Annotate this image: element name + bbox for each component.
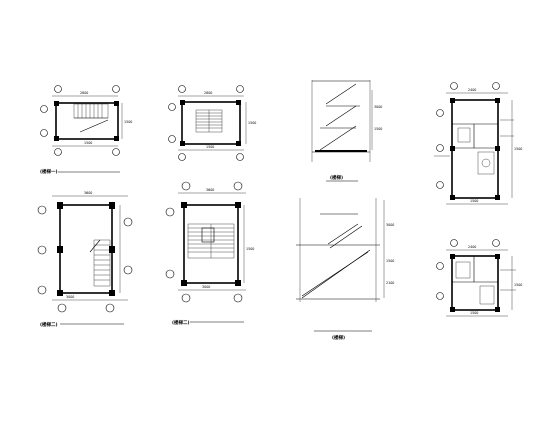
axis-bubble	[436, 144, 444, 152]
dim-label: 3000	[374, 105, 382, 109]
axis-bubble	[436, 181, 444, 189]
axis-bubble	[112, 85, 120, 93]
axis-bubble	[233, 293, 243, 303]
axis-bubble	[54, 85, 62, 93]
view-stair-plan-1: 2800 1500 1500 (楼梯一)	[40, 85, 132, 175]
dim-label: 1500	[374, 127, 382, 131]
axis-bubble	[37, 285, 47, 295]
stair-treads	[73, 103, 109, 133]
stair-treads	[195, 109, 223, 133]
axis-bubble	[112, 148, 120, 156]
dim-label: 1500	[514, 147, 522, 151]
axis-bubble	[165, 207, 175, 217]
dim-label: 3600	[206, 188, 214, 192]
dim-label: 3600	[84, 191, 92, 195]
axis-bubble	[181, 293, 191, 303]
axis-bubble	[236, 153, 244, 161]
axis-bubble	[450, 239, 458, 247]
axis-bubble	[40, 129, 48, 137]
axis-bubble	[450, 82, 458, 90]
dim-label: 1500	[470, 311, 478, 315]
stair-treads	[187, 223, 235, 259]
axis-bubble	[105, 303, 115, 313]
axis-bubble	[236, 85, 244, 93]
dim-label: 1500	[514, 283, 522, 287]
dim-label: 3000	[66, 295, 74, 299]
dim-label: 3000	[202, 285, 210, 289]
dim-label: 1500	[124, 120, 132, 124]
axis-bubble	[492, 82, 500, 90]
axis-bubble	[40, 105, 48, 113]
view-stair-plan-4: 3600 3000 1500 (楼梯二)	[165, 181, 254, 326]
dim-label: 2400	[468, 245, 476, 249]
dim-label: 1500	[248, 121, 256, 125]
axis-bubble	[492, 239, 500, 247]
view-unit-plan-1: 2400 1500 1500	[434, 82, 522, 205]
axis-bubble	[165, 269, 175, 279]
view-stair-plan-2: 2800 1500 1500	[168, 85, 256, 161]
stair-flight	[319, 125, 357, 151]
dim-label: 2800	[80, 91, 88, 95]
axis-bubble	[233, 181, 243, 191]
axis-bubble	[54, 148, 62, 156]
axis-bubble	[123, 265, 133, 275]
axis-bubble	[37, 245, 47, 255]
axis-bubble	[436, 292, 444, 300]
view-stair-section-1: 3000 1500 (楼梯)	[311, 80, 382, 182]
axis-bubble	[436, 262, 444, 270]
view-caption: (楼梯二)	[172, 319, 190, 326]
axis-bubble	[37, 205, 47, 215]
axis-bubble	[57, 303, 67, 313]
axis-bubble	[168, 135, 176, 143]
view-stair-plan-3: 3600 3000 (楼梯二)	[37, 191, 133, 328]
axis-bubble	[178, 153, 186, 161]
dim-label: 1500	[386, 259, 394, 263]
axis-bubble	[123, 217, 133, 227]
stair-treads	[89, 239, 111, 287]
dim-label: 1500	[206, 145, 214, 149]
axis-bubble	[168, 103, 176, 111]
view-caption: (楼梯)	[332, 334, 345, 341]
dim-label: 2400	[468, 88, 476, 92]
dim-label: 2100	[386, 281, 394, 285]
axis-bubble	[436, 109, 444, 117]
view-unit-plan-2: 2400 1500 1500	[436, 239, 522, 317]
dim-label: 3000	[386, 223, 394, 227]
dim-label: 1500	[470, 199, 478, 203]
axis-bubble	[181, 181, 191, 191]
dim-label: 2800	[204, 91, 212, 95]
dim-label: 1500	[246, 247, 254, 251]
view-caption: (楼梯)	[330, 174, 343, 181]
view-stair-section-2: 3000 1500 2100 (楼梯)	[296, 198, 394, 341]
dim-label: 1500	[84, 141, 92, 145]
view-caption: (楼梯一)	[40, 168, 58, 175]
view-caption: (楼梯二)	[40, 321, 58, 328]
axis-bubble	[178, 85, 186, 93]
